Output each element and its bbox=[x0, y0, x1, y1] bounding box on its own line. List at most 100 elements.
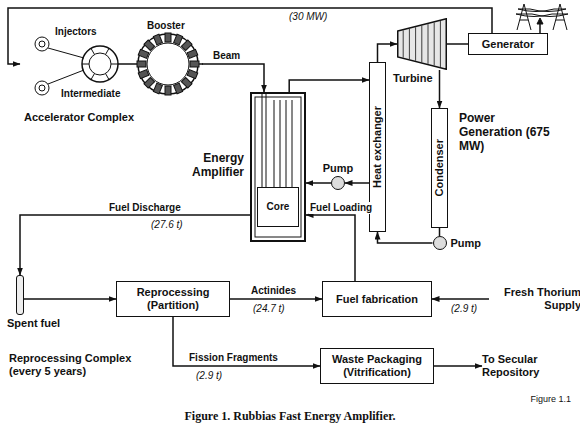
beam-tube bbox=[266, 92, 267, 187]
booster-ring bbox=[138, 34, 198, 94]
flow-connector bbox=[306, 215, 355, 281]
turbine-blade bbox=[409, 29, 410, 59]
node-text: To Secular Repository bbox=[482, 353, 580, 378]
ring-spoke bbox=[106, 48, 110, 54]
flow-connector bbox=[432, 298, 489, 300]
edge-label: Beam bbox=[212, 50, 241, 62]
node-text: Pump bbox=[451, 237, 482, 250]
part-label: Power Generation (675 MW) bbox=[458, 112, 552, 153]
flow-connector bbox=[289, 80, 369, 92]
part-label: Intermediate bbox=[60, 88, 121, 100]
flow-connector bbox=[447, 43, 468, 45]
turbine-outline bbox=[397, 18, 447, 70]
turbine-blade bbox=[403, 30, 404, 57]
beam-tube bbox=[262, 92, 263, 187]
booster-magnet bbox=[153, 83, 162, 94]
turbine-blade bbox=[428, 24, 429, 64]
node-text: Fresh Thorium Supply bbox=[489, 286, 580, 311]
edge-label: Actinides bbox=[250, 285, 297, 297]
edge-label: Fuel Loading bbox=[309, 202, 373, 214]
part-label: Injectors bbox=[54, 26, 98, 38]
process-box: Waste Packaging (Vitrification) bbox=[320, 348, 434, 384]
injector-wheel bbox=[35, 37, 49, 51]
figure-number: Figure 1.1 bbox=[529, 394, 572, 404]
pump-symbol: Pump bbox=[433, 236, 447, 250]
booster-magnet bbox=[165, 33, 171, 42]
node-text: Spent fuel bbox=[7, 317, 60, 330]
flow-connector bbox=[378, 44, 398, 62]
accelerator-drawing bbox=[35, 33, 203, 95]
flow-connector bbox=[230, 298, 322, 300]
turbine-symbol: Turbine bbox=[397, 18, 447, 70]
reactor-vessel: Energy AmplifierCore bbox=[250, 92, 306, 242]
edge-label: Fission Fragments bbox=[188, 352, 279, 364]
booster-magnet bbox=[187, 70, 198, 79]
ring-spoke bbox=[106, 74, 110, 80]
node-text: Core bbox=[267, 201, 290, 213]
ring-spoke bbox=[82, 64, 89, 65]
booster-magnet bbox=[174, 34, 183, 45]
pylon bbox=[552, 4, 568, 30]
pylon bbox=[516, 4, 532, 30]
quantity-label: (24.7 t) bbox=[252, 303, 286, 315]
node-text: Turbine bbox=[393, 72, 433, 85]
node-text: Reprocessing (Partition) bbox=[119, 286, 227, 311]
fuel-rod bbox=[286, 100, 287, 187]
supply-text: Fresh Thorium Supply bbox=[489, 283, 580, 315]
transfer-line bbox=[48, 48, 84, 58]
condenser-box: Condenser bbox=[431, 108, 448, 228]
booster-magnet bbox=[181, 77, 192, 88]
node-text: Fuel fabrication bbox=[336, 293, 418, 306]
power-line-drawing bbox=[516, 4, 568, 33]
process-box: Fuel fabrication bbox=[322, 281, 432, 317]
turbine-blade bbox=[440, 21, 441, 67]
node-text: Energy Amplifier bbox=[182, 152, 244, 180]
booster-magnet bbox=[153, 34, 162, 45]
flow-connector bbox=[306, 182, 331, 184]
edge-label: Fuel Discharge bbox=[108, 202, 182, 214]
flow-connector bbox=[173, 317, 320, 366]
booster-ring-inner bbox=[147, 43, 189, 85]
booster-magnet bbox=[187, 49, 198, 58]
generator-box: Generator bbox=[468, 33, 548, 55]
booster-magnet bbox=[174, 83, 183, 94]
injector-wheel bbox=[35, 81, 49, 95]
ring-spoke bbox=[91, 48, 95, 54]
quantity-label: (27.6 t) bbox=[150, 219, 184, 231]
flow-connector bbox=[24, 298, 116, 300]
flow-connector bbox=[439, 228, 441, 236]
turbine-blade bbox=[421, 26, 422, 63]
destination-text: To Secular Repository bbox=[482, 350, 580, 382]
flow-connector bbox=[345, 182, 369, 184]
flow-connector bbox=[434, 365, 482, 367]
ring-spoke bbox=[91, 74, 95, 80]
node-text: Accelerator Complex bbox=[24, 111, 134, 124]
core-box: Core bbox=[257, 187, 299, 227]
flow-connector bbox=[20, 215, 250, 275]
quantity-label: (2.9 t) bbox=[195, 370, 223, 382]
power-wire bbox=[516, 9, 568, 17]
fuel-rod bbox=[292, 100, 293, 187]
node-text: Condenser bbox=[433, 139, 446, 196]
ring-spoke bbox=[111, 64, 118, 65]
flow-connector bbox=[202, 64, 264, 92]
injector-hub bbox=[39, 85, 45, 91]
turbine-blade bbox=[415, 27, 416, 60]
node-text: Heat exchanger bbox=[371, 106, 384, 188]
booster-magnet bbox=[144, 40, 155, 51]
node-text: Waste Packaging (Vitrification) bbox=[323, 353, 431, 378]
turbine-blade bbox=[434, 23, 435, 66]
part-label: Booster bbox=[146, 20, 186, 32]
booster-magnet bbox=[144, 77, 155, 88]
node-text: Generator bbox=[482, 38, 535, 51]
spent-fuel-rod: Spent fuel bbox=[16, 275, 24, 315]
intermediate-ring bbox=[82, 46, 118, 82]
vessel-drawing bbox=[255, 92, 301, 237]
booster-magnet bbox=[165, 86, 171, 95]
flow-connector bbox=[439, 70, 441, 108]
grid-arrow bbox=[537, 18, 543, 24]
turbine-casing bbox=[398, 19, 447, 70]
booster-magnet bbox=[138, 49, 149, 58]
process-box: Reprocessing (Partition) bbox=[116, 281, 230, 317]
transfer-line bbox=[48, 70, 84, 84]
